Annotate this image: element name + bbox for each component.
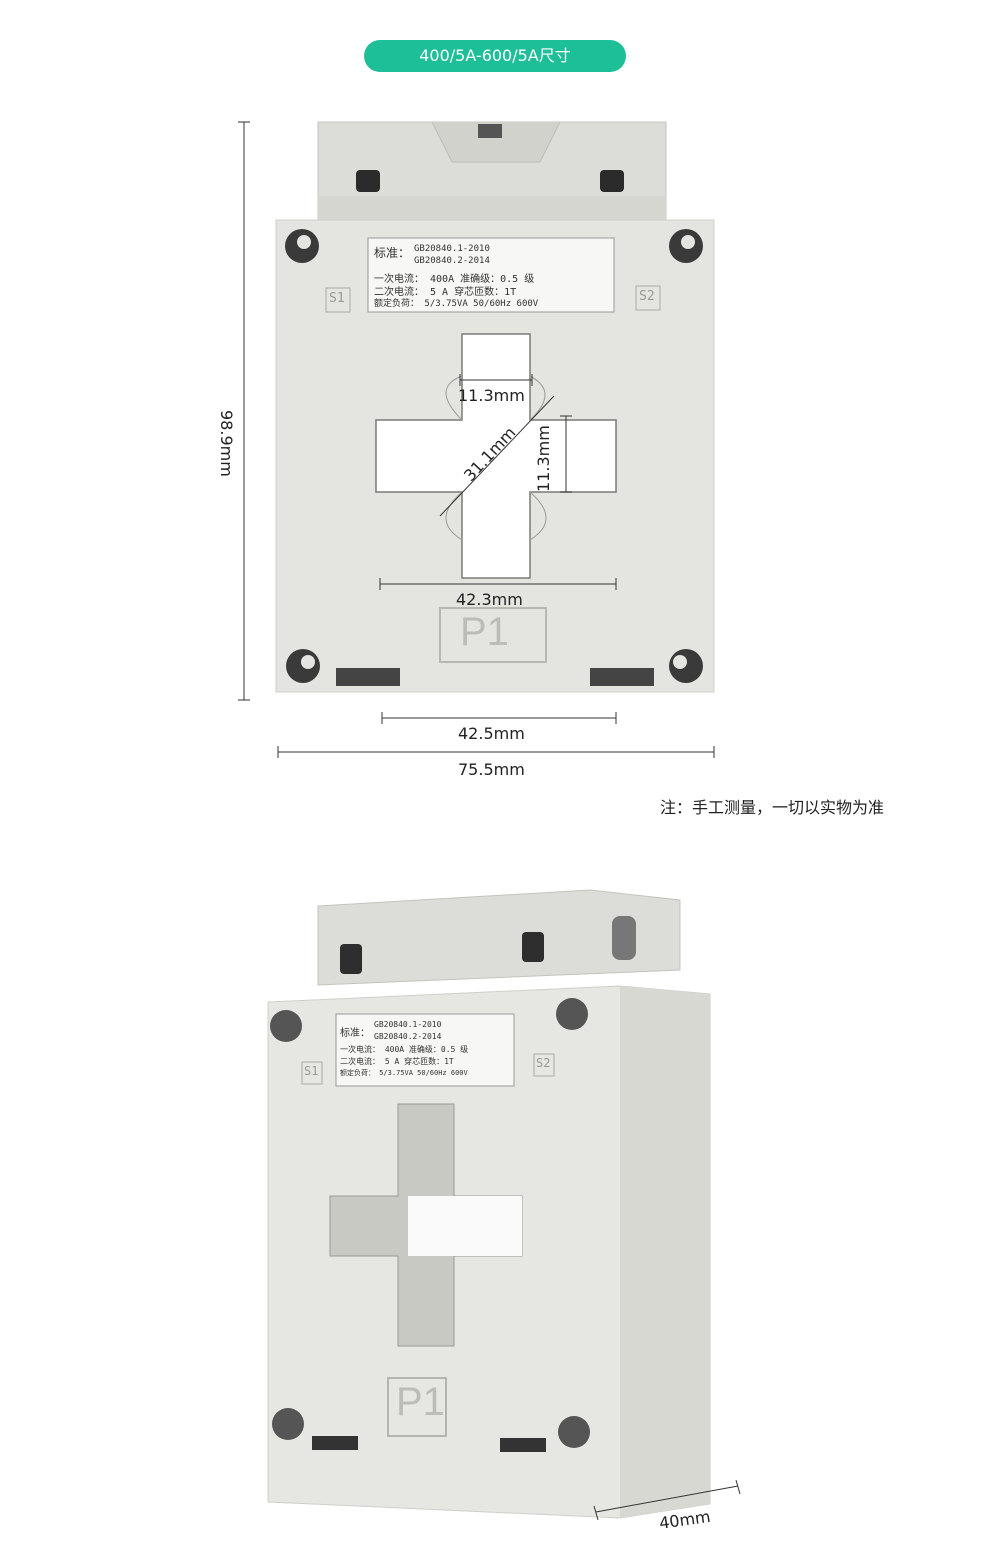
- dim-base-width: 42.5mm: [458, 724, 525, 743]
- nameplate-std1: GB20840.1-2010: [414, 244, 490, 254]
- mounting-hole-icon: [285, 229, 703, 683]
- front-bottom-slot: [590, 668, 654, 686]
- persp-terminal-p1: P1: [396, 1380, 445, 1424]
- perspective-view: [267, 889, 711, 1519]
- nameplate-row1: 一次电流： 400A 准确级：0.5 级: [374, 274, 535, 285]
- persp-terminal-s2: S2: [536, 1056, 551, 1070]
- front-terminal-block: [317, 121, 667, 225]
- persp-nameplate-row3: 额定负荷： 5/3.75VA 50/60Hz 600V: [340, 1069, 468, 1077]
- nameplate-std2: GB20840.2-2014: [414, 256, 490, 266]
- size-title-badge: 400/5A-600/5A尺寸: [364, 40, 626, 72]
- dim-total-width: 75.5mm: [458, 760, 525, 779]
- persp-nameplate-std1: GB20840.1-2010: [374, 1020, 442, 1029]
- persp-nameplate-row1: 一次电流： 400A 准确级：0.5 级: [340, 1045, 469, 1054]
- front-nameplate: [367, 237, 615, 313]
- dim-window-width: 42.3mm: [456, 590, 523, 609]
- measurement-note: 注：手工测量，一切以实物为准: [660, 798, 885, 817]
- terminal-s1-label: S1: [329, 291, 345, 306]
- nameplate-std-label: 标准：: [374, 246, 411, 260]
- terminal-s2-label: S2: [639, 289, 655, 304]
- terminal-p1-label: P1: [460, 610, 509, 654]
- persp-nameplate-std-label: 标准：: [340, 1028, 370, 1039]
- persp-terminal-s1: S1: [304, 1064, 319, 1078]
- persp-nameplate-std2: GB20840.2-2014: [374, 1032, 442, 1041]
- dim-slot-side: 11.3mm: [534, 425, 553, 492]
- nameplate-row2: 二次电流： 5 A 穿芯匝数：1T: [374, 287, 517, 298]
- dim-slot-top: 11.3mm: [458, 386, 525, 405]
- front-bottom-slot: [336, 668, 400, 686]
- dim-height: 98.9mm: [217, 410, 236, 477]
- nameplate-row3: 额定负荷： 5/3.75VA 50/60Hz 600V: [374, 299, 539, 309]
- persp-nameplate-row2: 二次电流： 5 A 穿芯匝数：1T: [340, 1057, 454, 1066]
